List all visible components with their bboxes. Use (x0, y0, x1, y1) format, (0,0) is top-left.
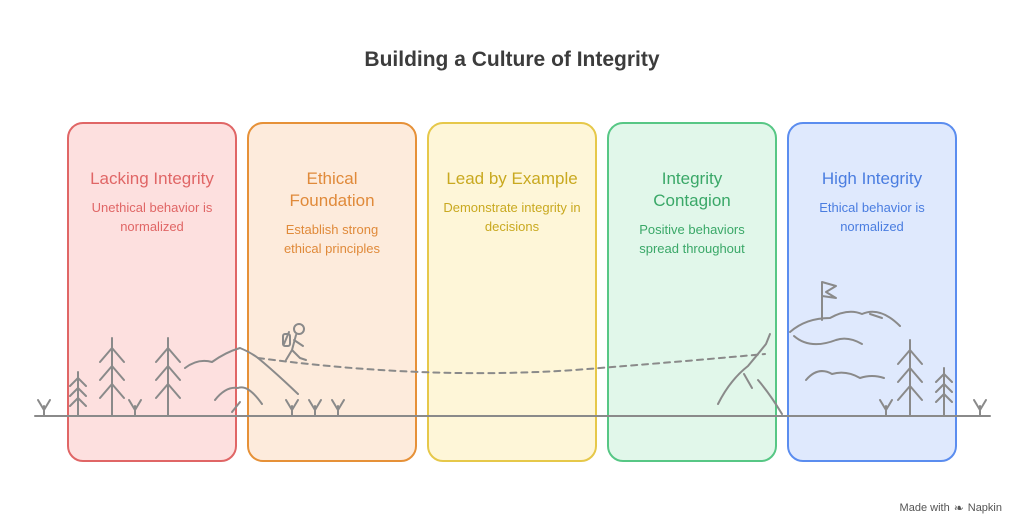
diagram-title: Building a Culture of Integrity (364, 48, 660, 71)
stage-row: Lacking Integrity Unethical behavior is … (0, 122, 1024, 466)
brand-label: Napkin (967, 502, 1002, 514)
stage-card-high-integrity: High Integrity Ethical behavior is norma… (787, 122, 957, 462)
stage-heading: Integrity Contagion (653, 169, 731, 210)
stage-heading: High Integrity (821, 169, 923, 188)
stage-card-ethical-foundation: Ethical Foundation Establish strong ethi… (247, 122, 417, 462)
stage-card-integrity-contagion: Integrity Contagion Positive behaviors s… (607, 122, 777, 462)
stage-description: Establish strong ethical principles (283, 222, 381, 256)
stage-heading: Lacking Integrity (90, 169, 214, 188)
made-with-label: Made with (899, 502, 950, 514)
watermark: Made with ❧ Napkin (900, 501, 1002, 515)
napkin-logo-icon: ❧ (953, 501, 964, 515)
stage-card-lacking-integrity: Lacking Integrity Unethical behavior is … (67, 122, 237, 462)
stage-description: Positive behaviors spread throughout (639, 222, 745, 256)
stage-card-lead-by-example: Lead by Example Demonstrate integrity in… (427, 122, 597, 462)
stage-heading: Lead by Example (446, 169, 578, 188)
stage-description: Unethical behavior is normalized (91, 200, 213, 234)
stage-heading: Ethical Foundation (289, 169, 375, 210)
stage-description: Demonstrate integrity in decisions (443, 200, 581, 234)
stage-description: Ethical behavior is normalized (819, 200, 925, 234)
